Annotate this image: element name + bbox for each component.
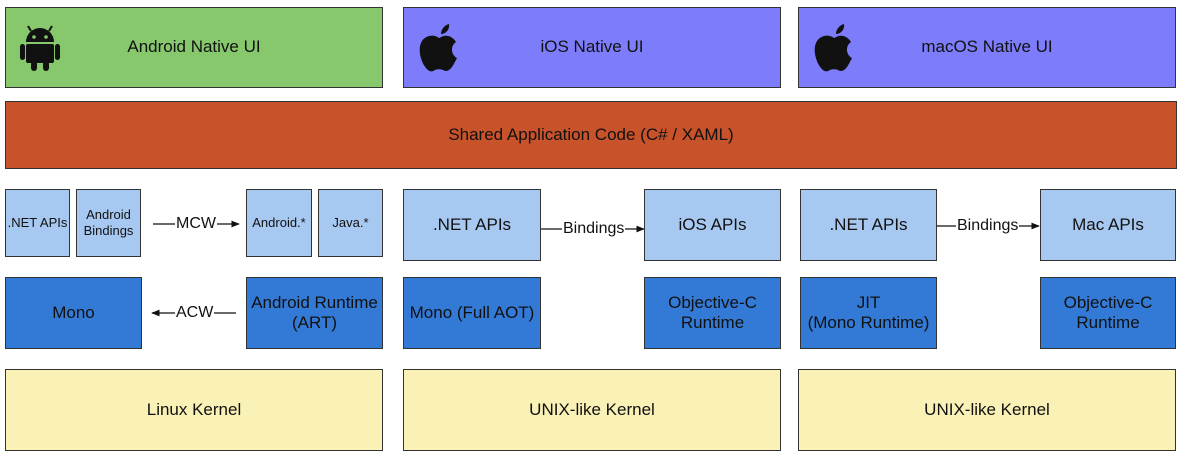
mac-objc-runtime-label: Objective-C Runtime <box>1063 292 1153 332</box>
android-native-ui-box: Android Native UI <box>5 7 383 88</box>
mac-bindings-label: Bindings <box>956 216 1020 236</box>
ios-mono-aot-box: Mono (Full AOT) <box>403 277 541 349</box>
apple-icon <box>419 23 457 71</box>
mac-jit-box: JIT (Mono Runtime) <box>800 277 937 349</box>
android-bindings-label: Android Bindings <box>83 207 134 238</box>
ios-mono-aot-label: Mono (Full AOT) <box>409 302 535 322</box>
ios-native-ui-label: iOS Native UI <box>540 37 644 57</box>
ios-net-apis-box: .NET APIs <box>403 189 541 261</box>
linux-kernel-box: Linux Kernel <box>5 369 383 451</box>
android-mono-label: Mono <box>52 302 95 322</box>
android-namespace-label: Android.* <box>252 215 306 231</box>
shared-code-box: Shared Application Code (C# / XAML) <box>5 101 1177 169</box>
mcw-label: MCW <box>175 214 217 234</box>
mac-objc-runtime-box: Objective-C Runtime <box>1040 277 1176 349</box>
mac-unix-kernel-label: UNIX-like Kernel <box>924 399 1050 419</box>
android-mono-box: Mono <box>5 277 142 349</box>
mac-net-apis-box: .NET APIs <box>800 189 937 261</box>
mac-jit-label: JIT (Mono Runtime) <box>807 292 930 332</box>
ios-unix-kernel-box: UNIX-like Kernel <box>403 369 781 451</box>
android-icon <box>20 24 60 71</box>
ios-net-apis-label: .NET APIs <box>432 214 512 234</box>
ios-unix-kernel-label: UNIX-like Kernel <box>529 399 655 419</box>
java-namespace-box: Java.* <box>318 189 383 257</box>
apple-icon <box>814 23 852 71</box>
ios-objc-runtime-box: Objective-C Runtime <box>644 277 781 349</box>
ios-bindings-label: Bindings <box>562 219 626 239</box>
android-net-apis-box: .NET APIs <box>5 189 70 257</box>
android-native-ui-label: Android Native UI <box>127 37 261 57</box>
android-bindings-box: Android Bindings <box>76 189 141 257</box>
ios-objc-runtime-label: Objective-C Runtime <box>668 292 757 332</box>
mac-unix-kernel-box: UNIX-like Kernel <box>798 369 1176 451</box>
android-net-apis-label: .NET APIs <box>7 215 68 231</box>
mac-net-apis-label: .NET APIs <box>829 214 908 234</box>
linux-kernel-label: Linux Kernel <box>146 399 242 419</box>
acw-label: ACW <box>175 303 215 323</box>
macos-native-ui-label: macOS Native UI <box>921 37 1053 57</box>
macos-native-ui-box: macOS Native UI <box>798 7 1176 88</box>
ios-apis-box: iOS APIs <box>644 189 781 261</box>
mac-apis-box: Mac APIs <box>1040 189 1176 261</box>
shared-code-label: Shared Application Code (C# / XAML) <box>448 124 734 144</box>
mac-apis-label: Mac APIs <box>1072 214 1144 234</box>
android-runtime-box: Android Runtime (ART) <box>246 277 383 349</box>
ios-apis-label: iOS APIs <box>678 214 747 234</box>
android-runtime-label: Android Runtime (ART) <box>251 292 378 332</box>
android-namespace-box: Android.* <box>246 189 312 257</box>
ios-native-ui-box: iOS Native UI <box>403 7 781 88</box>
java-namespace-label: Java.* <box>332 215 369 231</box>
